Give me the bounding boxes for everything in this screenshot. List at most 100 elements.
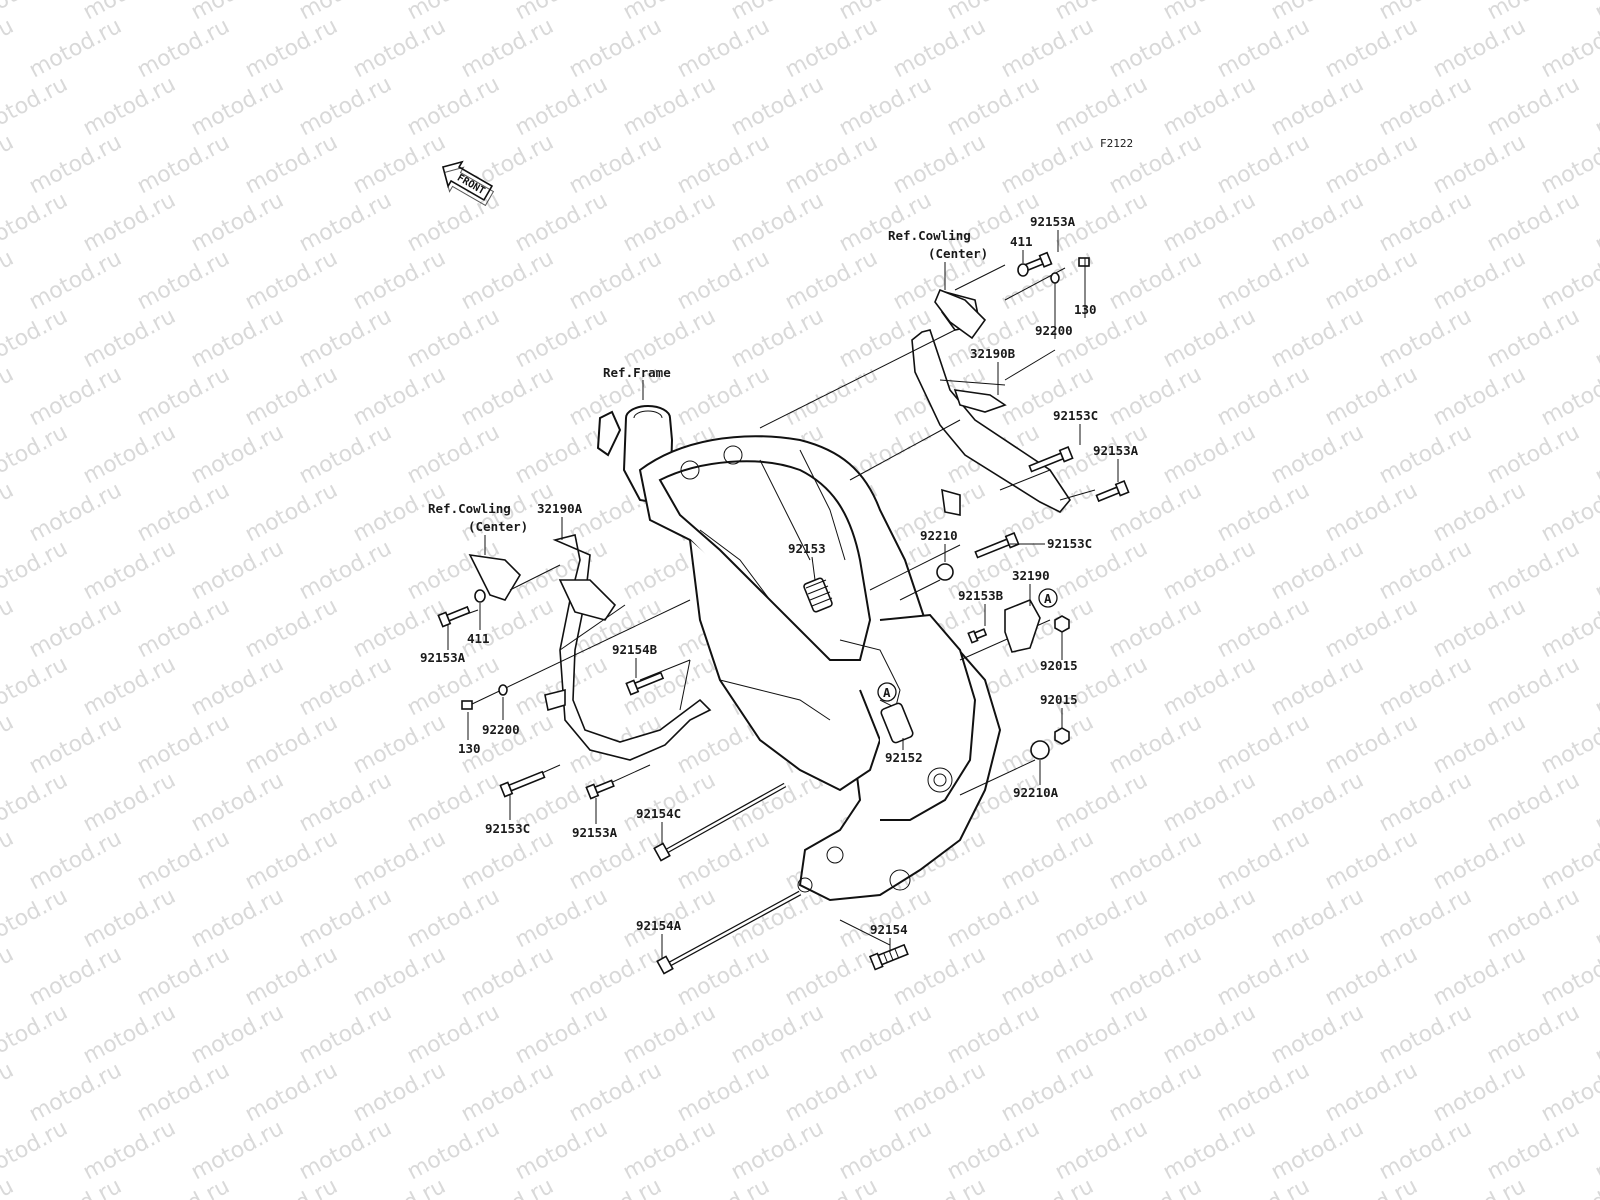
watermark-text: motod.ru	[943, 1000, 1044, 1069]
bolt-icon	[437, 605, 471, 628]
washer-icon	[1050, 272, 1060, 284]
watermark-text: motod.ru	[1321, 826, 1422, 895]
watermark-text: motod.ru	[673, 1058, 774, 1127]
watermark-text: motod.ru	[1159, 0, 1260, 25]
part-label: 411	[467, 631, 490, 646]
fasteners	[437, 251, 1130, 975]
watermark-text: motod.ru	[457, 594, 558, 663]
watermark-text: motod.ru	[997, 130, 1098, 199]
watermark-text: motod.ru	[1267, 304, 1368, 373]
watermark-text: motod.ru	[889, 130, 990, 199]
watermark-text: motod.ru	[403, 1116, 504, 1185]
watermark-text: motod.ru	[0, 130, 18, 199]
watermark-text: motod.ru	[403, 188, 504, 257]
watermark-text: motod.ru	[1375, 1000, 1476, 1069]
watermark-text: motod.ru	[781, 1058, 882, 1127]
marker-a-right: A	[1038, 588, 1058, 608]
watermark-text: motod.ru	[349, 1174, 450, 1200]
watermark-text: motod.ru	[781, 246, 882, 315]
watermark-text: motod.ru	[187, 72, 288, 141]
bolt-icon	[499, 770, 546, 798]
watermark-text: motod.ru	[1591, 652, 1600, 721]
part-label: 92154A	[636, 918, 682, 933]
watermark-text: motod.ru	[1159, 72, 1260, 141]
watermark-text: motod.ru	[187, 768, 288, 837]
watermark-text: motod.ru	[727, 1000, 828, 1069]
watermark-text: motod.ru	[1321, 246, 1422, 315]
watermark-text: motod.ru	[0, 362, 18, 431]
watermark-text: motod.ru	[25, 246, 126, 315]
collar-icon	[880, 702, 914, 744]
watermark-text: motod.ru	[349, 1058, 450, 1127]
watermark-text: motod.ru	[1321, 130, 1422, 199]
watermark-text: motod.ru	[673, 246, 774, 315]
watermark-text: motod.ru	[1375, 884, 1476, 953]
part-label: 92153	[788, 541, 826, 556]
watermark-text: motod.ru	[727, 768, 828, 837]
watermark-text: motod.ru	[1321, 1174, 1422, 1200]
watermark-text: motod.ru	[1591, 884, 1600, 953]
watermark-text: motod.ru	[1159, 1116, 1260, 1185]
watermark-text: motod.ru	[0, 478, 18, 547]
watermark-text: motod.ru	[457, 1174, 558, 1200]
watermark-text: motod.ru	[1591, 420, 1600, 489]
sleeve-icon	[803, 577, 833, 613]
watermark-text: motod.ru	[133, 1174, 234, 1200]
watermark-text: motod.ru	[997, 826, 1098, 895]
watermark-text: motod.ru	[133, 826, 234, 895]
watermark-text: motod.ru	[619, 304, 720, 373]
watermark-text: motod.ru	[565, 130, 666, 199]
part-labels: 92153A 411 130 92200 32190B 92153C 92153…	[420, 214, 1139, 958]
bolt-icon	[1095, 480, 1130, 503]
watermark-text: motod.ru	[1159, 884, 1260, 953]
part-label: 92153C	[485, 821, 530, 836]
watermark-text: motod.ru	[1429, 130, 1530, 199]
watermark-text: motod.ru	[1483, 768, 1584, 837]
watermark-text: motod.ru	[1483, 304, 1584, 373]
watermark-text: motod.ru	[241, 14, 342, 83]
watermark-text: motod.ru	[457, 942, 558, 1011]
watermark-text: motod.ru	[1105, 14, 1206, 83]
bolt-icon	[585, 779, 615, 800]
washer-icon	[474, 589, 486, 603]
part-label: 92210A	[1013, 785, 1059, 800]
watermark-text: motod.ru	[241, 246, 342, 315]
ref-cowling-left-sub: (Center)	[468, 519, 528, 534]
watermark-text: motod.ru	[727, 884, 828, 953]
svg-text:A: A	[883, 685, 891, 700]
part-label: 92200	[1035, 323, 1073, 338]
watermark-text: motod.ru	[1375, 188, 1476, 257]
watermark-text: motod.ru	[79, 884, 180, 953]
watermark-text: motod.ru	[349, 14, 450, 83]
watermark-text: motod.ru	[619, 188, 720, 257]
watermark-text: motod.ru	[187, 0, 288, 25]
watermark-text: motod.ru	[187, 188, 288, 257]
watermark-text: motod.ru	[997, 14, 1098, 83]
watermark-text: motod.ru	[1483, 652, 1584, 721]
watermark-text: motod.ru	[673, 362, 774, 431]
watermark-text: motod.ru	[295, 1000, 396, 1069]
watermark-text: motod.ru	[511, 0, 612, 25]
watermark-text: motod.ru	[133, 710, 234, 779]
watermark-text: motod.ru	[1267, 884, 1368, 953]
long-bolt-icon	[656, 890, 802, 975]
watermark-text: motod.ru	[727, 1116, 828, 1185]
watermark-text: motod.ru	[1267, 1116, 1368, 1185]
watermark-text: motod.ru	[25, 130, 126, 199]
watermark-text: motod.ru	[511, 420, 612, 489]
part-label: 92153C	[1047, 536, 1092, 551]
watermark-text: motod.ru	[1213, 478, 1314, 547]
watermark-text: motod.ru	[1105, 362, 1206, 431]
watermark-text: motod.ru	[997, 1058, 1098, 1127]
watermark-text: motod.ru	[1429, 1174, 1530, 1200]
watermark-text: motod.ru	[619, 72, 720, 141]
watermark-text: motod.ru	[511, 1000, 612, 1069]
watermark-text: motod.ru	[0, 942, 18, 1011]
watermark-text: motod.ru	[1375, 0, 1476, 25]
watermark-text: motod.ru	[1321, 478, 1422, 547]
watermark-text: motod.ru	[133, 362, 234, 431]
watermark-text: motod.ru	[187, 1116, 288, 1185]
watermark-text: motod.ru	[835, 1000, 936, 1069]
main-frame	[596, 405, 1002, 902]
watermark-text: motod.ru	[403, 1000, 504, 1069]
